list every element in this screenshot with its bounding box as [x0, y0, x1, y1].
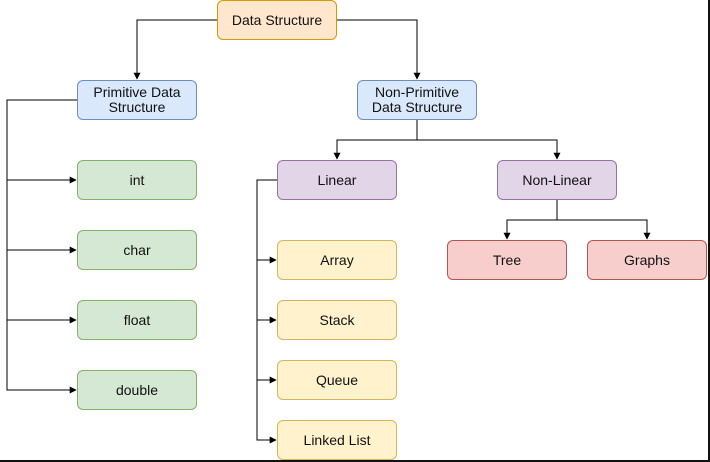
node-float: float [77, 300, 197, 340]
edge-primitive-float [6, 250, 77, 324]
edge-nonlinear-tree [503, 200, 558, 240]
node-linked-list: Linked List [277, 420, 397, 460]
edge-primitive-int [6, 99, 77, 184]
edge-linear-array [256, 179, 277, 264]
node-stack: Stack [277, 300, 397, 340]
node-linear: Linear [277, 160, 397, 200]
edge-nonprimitive-linear [333, 120, 418, 160]
node-array: Array [277, 240, 397, 280]
edge-primitive-double [6, 320, 77, 394]
edge-nonlinear-graphs [557, 219, 651, 240]
edge-primitive-char [6, 180, 77, 254]
edge-linear-linkedlist [256, 380, 277, 444]
node-non-primitive-data-structure: Non-Primitive Data Structure [357, 80, 477, 120]
node-primitive-data-structure: Primitive Data Structure [77, 80, 197, 120]
node-queue: Queue [277, 360, 397, 400]
edge-linear-queue [256, 320, 277, 384]
frame-border-bottom [0, 460, 710, 462]
node-graphs: Graphs [587, 240, 707, 280]
node-non-linear: Non-Linear [497, 160, 617, 200]
frame-border-right [708, 0, 710, 462]
edge-root-nonprimitive [337, 19, 421, 80]
edge-linear-stack [256, 260, 277, 324]
node-tree: Tree [447, 240, 567, 280]
node-double: double [77, 370, 197, 410]
edge-root-primitive [133, 19, 217, 80]
edge-nonprimitive-nonlinear [417, 139, 561, 160]
node-data-structure: Data Structure [217, 0, 337, 40]
node-char: char [77, 230, 197, 270]
node-int: int [77, 160, 197, 200]
